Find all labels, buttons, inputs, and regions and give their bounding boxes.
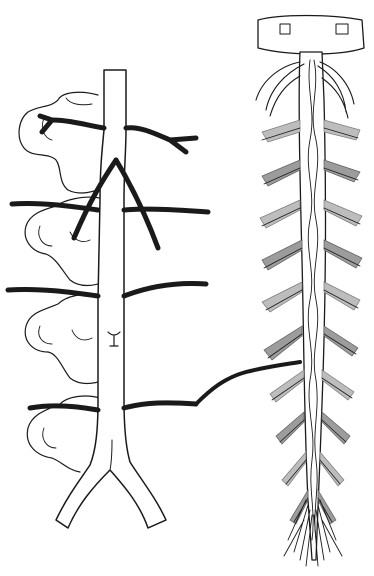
vertebra-3 [25, 294, 104, 383]
spinal-cord-body [299, 52, 325, 560]
connector-artery [196, 362, 300, 404]
cord-cross-section [258, 16, 364, 55]
vertebral-column-left [19, 92, 104, 472]
cross-section-dot-right [336, 24, 348, 34]
spinal-cord-panel [256, 16, 364, 567]
vertebra-1 [19, 92, 104, 193]
cross-section-dot-left [280, 24, 290, 34]
